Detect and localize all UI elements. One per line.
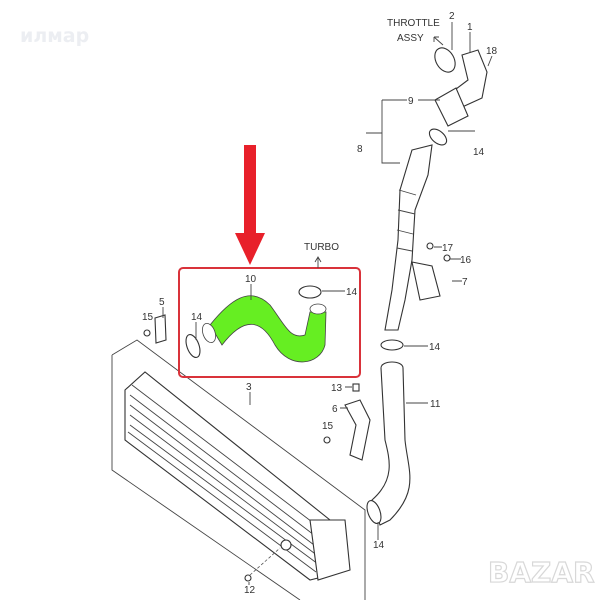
label-part-8: 8 xyxy=(357,144,363,155)
label-throttle: THROTTLE xyxy=(387,18,440,29)
label-part-17: 17 xyxy=(442,243,454,254)
label-turbo: TURBO xyxy=(304,242,339,253)
bolt-16 xyxy=(443,254,451,262)
label-part-14-upper: 14 xyxy=(473,147,485,158)
label-part-6: 6 xyxy=(332,404,338,415)
label-part-9: 9 xyxy=(408,96,414,107)
pipe-part-11 xyxy=(371,361,411,526)
red-arrow-icon xyxy=(235,145,265,265)
label-part-11: 11 xyxy=(430,399,441,410)
hose-part-9 xyxy=(434,87,469,127)
label-part-1: 1 xyxy=(467,22,473,33)
label-part-15-left: 15 xyxy=(142,312,154,323)
label-part-5: 5 xyxy=(159,297,165,308)
label-part-13: 13 xyxy=(331,383,343,394)
label-part-14-turbo: 14 xyxy=(346,287,358,298)
highlight-box xyxy=(178,267,361,378)
bolt-17 xyxy=(426,242,434,250)
pipe-part-8 xyxy=(384,144,433,331)
label-part-10: 10 xyxy=(245,274,257,285)
bolt-15 xyxy=(323,436,331,444)
watermark: илмар xyxy=(20,25,89,47)
label-part-3: 3 xyxy=(246,382,252,393)
clamp-14-lower xyxy=(380,339,404,351)
clamp-14-turbo xyxy=(298,285,322,299)
grommet xyxy=(280,539,292,551)
intercooler-outline-box xyxy=(111,339,366,600)
clamp-14-left xyxy=(185,333,201,359)
bracket-part-6 xyxy=(344,399,371,461)
hose-part-10-highlighted xyxy=(202,295,327,363)
label-assy: ASSY xyxy=(397,33,424,44)
label-part-15-right: 15 xyxy=(322,421,334,432)
intercooler-part-3 xyxy=(124,371,351,581)
label-part-14-right: 14 xyxy=(429,342,441,353)
bolt-15-left xyxy=(143,329,151,337)
nut-13 xyxy=(352,383,360,392)
clamp-14 xyxy=(428,128,448,146)
label-part-2: 2 xyxy=(449,11,455,22)
bazar-watermark: BAZAR xyxy=(488,556,595,589)
bracket-part-7 xyxy=(411,261,441,301)
label-part-12: 12 xyxy=(244,585,256,596)
label-part-16: 16 xyxy=(460,255,472,266)
bolt-12 xyxy=(244,574,252,582)
label-part-14-left: 14 xyxy=(191,312,203,323)
label-part-14-bottom: 14 xyxy=(373,540,385,551)
label-part-18: 18 xyxy=(486,46,498,57)
bracket-part-5 xyxy=(154,314,167,344)
throttle-elbow-part-1 xyxy=(434,47,488,109)
label-part-7: 7 xyxy=(462,277,468,288)
